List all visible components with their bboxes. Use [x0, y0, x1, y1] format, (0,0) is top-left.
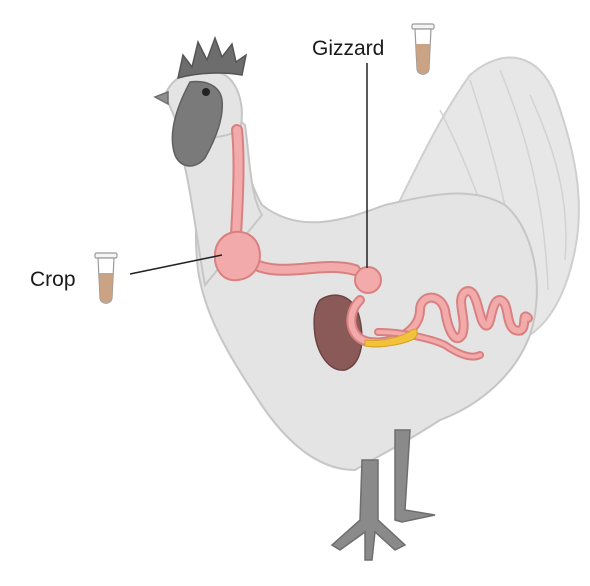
gizzard	[355, 267, 381, 293]
chicken-comb	[178, 38, 246, 78]
chicken-beak	[155, 92, 168, 104]
crop-label: Crop	[30, 268, 76, 291]
sample-tube-icon	[95, 253, 117, 303]
chicken-eye	[202, 88, 210, 96]
crop	[215, 232, 260, 280]
sample-tube-icon	[412, 24, 434, 74]
gizzard-label: Gizzard	[312, 37, 384, 60]
